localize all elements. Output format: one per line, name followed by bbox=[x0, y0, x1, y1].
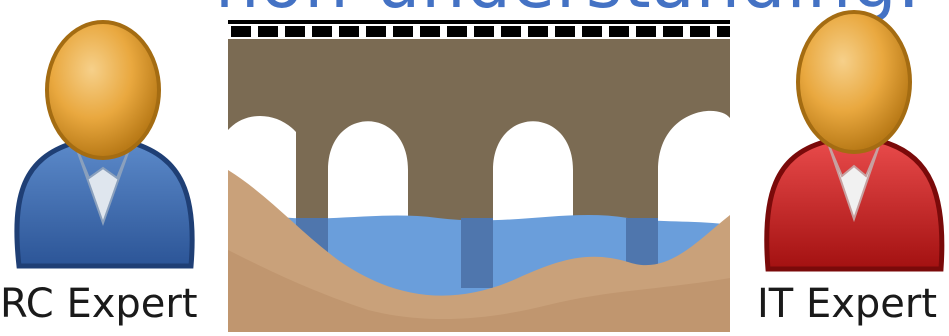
rc-expert-user-icon bbox=[5, 18, 201, 280]
it-expert-user-icon bbox=[758, 4, 949, 284]
rc-expert-label: RC Expert bbox=[0, 281, 198, 327]
bridge-railing bbox=[228, 20, 730, 37]
it-expert-head bbox=[798, 12, 910, 152]
bridge-icon bbox=[228, 20, 730, 332]
it-expert-label: IT Expert bbox=[757, 281, 937, 327]
rc-expert-head bbox=[47, 22, 159, 158]
